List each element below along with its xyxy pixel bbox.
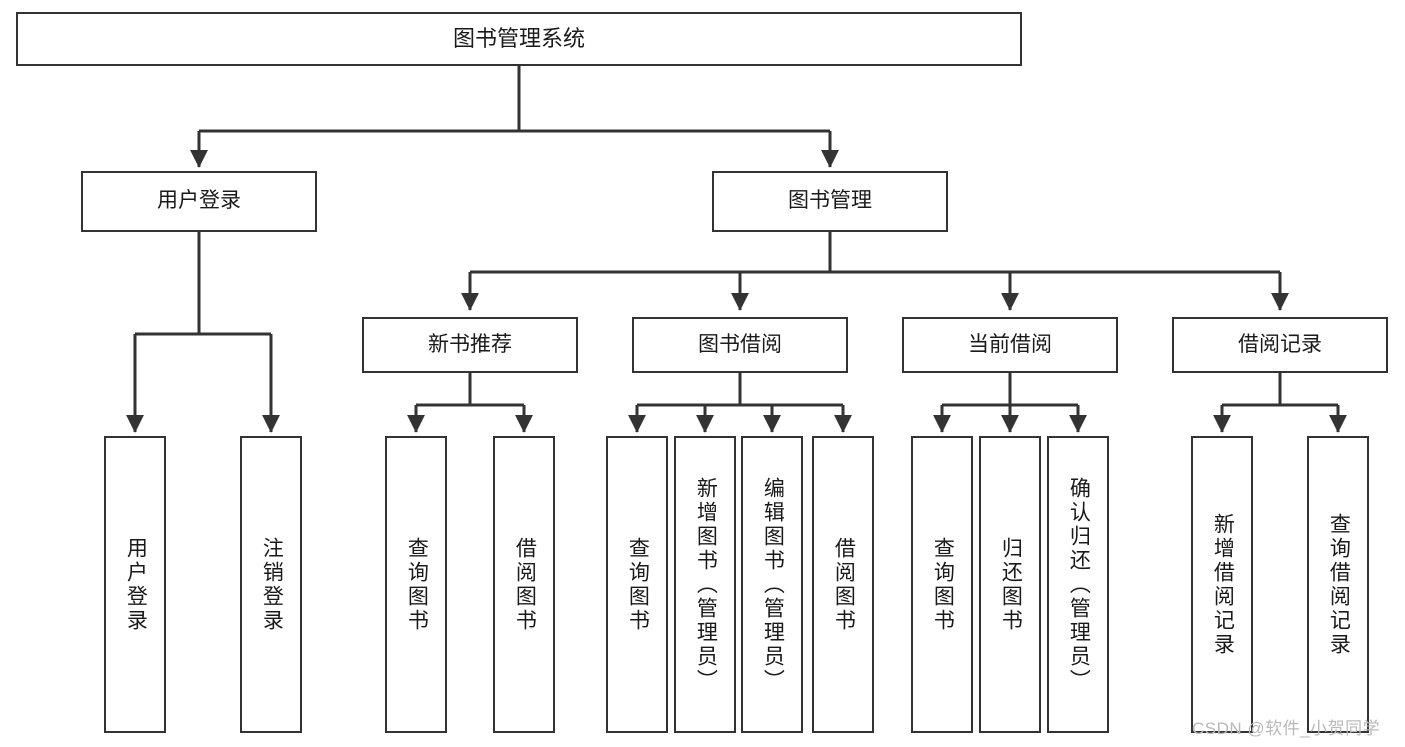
leaf-query-borrow-record[interactable]: 查询借阅记录 [1307,436,1369,733]
node-user-login-label: 用户登录 [157,189,241,213]
leaf-confirm-return-admin[interactable]: 确认归还（管理员） [1047,436,1109,733]
leaf-edit-book-admin-label: 编辑图书（管理员） [761,476,785,693]
leaf-query-borrow-record-label: 查询借阅记录 [1327,512,1351,657]
leaf-user-logout[interactable]: 注销登录 [240,436,302,733]
node-book-manage[interactable]: 图书管理 [712,171,948,232]
watermark: CSDN @软件_小贺同学 [1192,719,1381,738]
node-root[interactable]: 图书管理系统 [16,12,1022,66]
node-current-borrow[interactable]: 当前借阅 [902,317,1118,373]
node-current-borrow-label: 当前借阅 [968,332,1052,356]
leaf-query-book-2-label: 查询图书 [626,536,650,633]
leaf-return-book-label: 归还图书 [999,536,1023,633]
leaf-return-book[interactable]: 归还图书 [979,436,1041,733]
leaf-query-book-1[interactable]: 查询图书 [385,436,447,733]
leaf-add-book-admin[interactable]: 新增图书（管理员） [674,436,736,733]
leaf-borrow-book-2-label: 借阅图书 [832,536,856,633]
node-new-book-recommend-label: 新书推荐 [428,332,512,356]
node-borrow-record-label: 借阅记录 [1238,332,1322,356]
leaf-query-book-3[interactable]: 查询图书 [911,436,973,733]
leaf-add-borrow-record-label: 新增借阅记录 [1211,512,1235,657]
leaf-query-book-2[interactable]: 查询图书 [606,436,668,733]
leaf-query-book-3-label: 查询图书 [931,536,955,633]
leaf-confirm-return-admin-label: 确认归还（管理员） [1067,476,1091,693]
node-new-book-recommend[interactable]: 新书推荐 [362,317,578,373]
leaf-add-borrow-record[interactable]: 新增借阅记录 [1191,436,1253,733]
leaf-borrow-book-1-label: 借阅图书 [513,536,537,633]
leaf-borrow-book-2[interactable]: 借阅图书 [812,436,874,733]
node-borrow-record[interactable]: 借阅记录 [1172,317,1388,373]
node-root-label: 图书管理系统 [452,26,585,52]
leaf-add-book-admin-label: 新增图书（管理员） [694,476,718,693]
node-book-borrow-label: 图书借阅 [698,332,782,356]
node-book-borrow[interactable]: 图书借阅 [632,317,848,373]
node-user-login[interactable]: 用户登录 [81,171,317,232]
leaf-edit-book-admin[interactable]: 编辑图书（管理员） [741,436,803,733]
leaf-query-book-1-label: 查询图书 [405,536,429,633]
leaf-user-login[interactable]: 用户登录 [104,436,166,733]
node-book-manage-label: 图书管理 [788,189,872,213]
leaf-borrow-book-1[interactable]: 借阅图书 [493,436,555,733]
leaf-user-login-label: 用户登录 [124,536,148,633]
leaf-user-logout-label: 注销登录 [260,536,284,633]
